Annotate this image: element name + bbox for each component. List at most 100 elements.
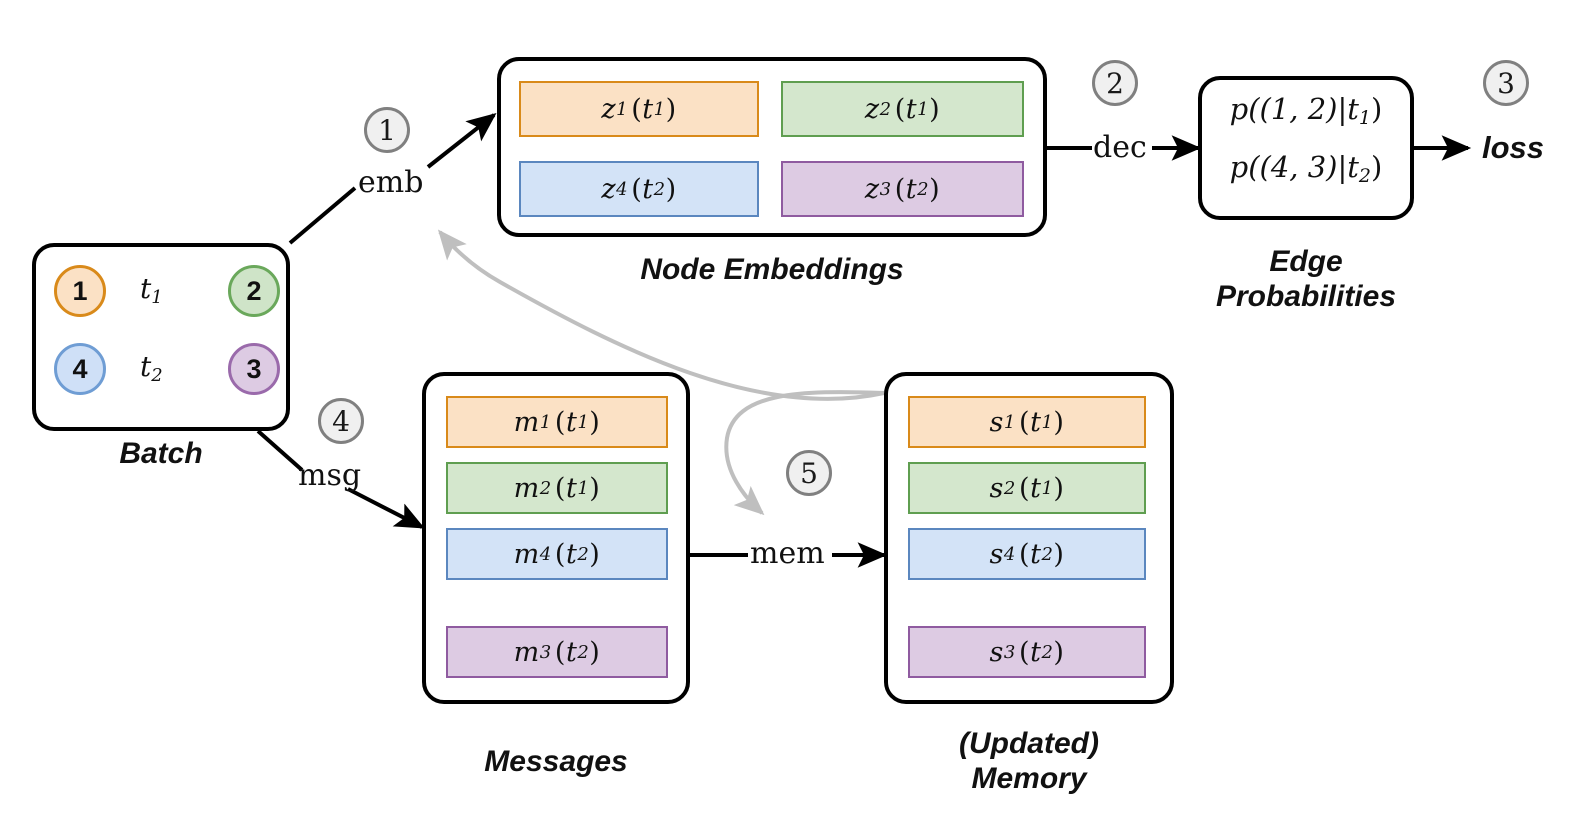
- cell-time-sub: 1: [917, 98, 930, 120]
- cell-time-sub: 2: [577, 641, 590, 663]
- step-badge-4[interactable]: 4: [318, 398, 364, 444]
- msg-label: msg: [298, 458, 362, 493]
- batch-node-2[interactable]: 2: [228, 265, 280, 317]
- step-badge-5[interactable]: 5: [786, 450, 832, 496]
- cell-time-sub: 1: [1041, 411, 1054, 433]
- cell-symbol: s: [989, 538, 1004, 570]
- cell-symbol: m: [513, 538, 540, 570]
- cell-index: 3: [879, 178, 892, 200]
- cell-time: t: [565, 472, 578, 504]
- node-embeddings-caption: Node Embeddings: [640, 253, 904, 286]
- t-symbol-1: t: [140, 272, 152, 305]
- batch-caption: Batch: [119, 437, 203, 470]
- cell-time: t: [565, 538, 578, 570]
- cell-index: 1: [616, 98, 629, 120]
- cell-index: 1: [1003, 411, 1016, 433]
- cell-time-sub: 1: [653, 98, 666, 120]
- cell-symbol: z: [864, 173, 880, 205]
- probability-tail: ): [1371, 150, 1383, 184]
- cell-time-sub: 2: [1041, 641, 1054, 663]
- cell-index: 3: [1003, 641, 1016, 663]
- arrow-emb-to-node-embeddings: [426, 113, 497, 169]
- cell-time: t: [1030, 406, 1042, 438]
- cell-time: t: [1030, 636, 1042, 668]
- batch-node-1[interactable]: 1: [54, 265, 106, 317]
- emb-label: emb: [358, 165, 424, 200]
- edge-probability-line-1: p((1, 2)|t1): [1198, 92, 1414, 129]
- cell-time-sub: 2: [1041, 543, 1054, 565]
- cell-symbol: s: [989, 406, 1004, 438]
- cell-time-sub: 1: [577, 477, 590, 499]
- probability-head: p((1, 2)|t: [1229, 92, 1359, 126]
- edge-probabilities-caption: Edge Probabilities: [1215, 245, 1397, 314]
- arrow-batch-to-emb: [288, 186, 357, 245]
- probability-sub: 1: [1358, 107, 1372, 129]
- t-subscript-1: 1: [151, 287, 163, 308]
- memory-caption: (Updated) Memory: [959, 727, 1099, 796]
- t-subscript-2: 2: [151, 365, 163, 386]
- edge-probabilities-box: [1198, 76, 1414, 220]
- mem-label: mem: [750, 536, 825, 571]
- cell-index: 2: [1003, 477, 1016, 499]
- cell-index: 1: [539, 411, 552, 433]
- arrow-batch-to-msg: [256, 429, 304, 472]
- cell-time: t: [642, 173, 654, 205]
- cell-index: 3: [539, 641, 552, 663]
- cell-time-sub: 2: [577, 543, 590, 565]
- dec-label: dec: [1093, 130, 1147, 165]
- messages-caption: Messages: [484, 745, 628, 778]
- edge-probability-line-2: p((4, 3)|t2): [1198, 150, 1414, 187]
- cell-time: t: [565, 636, 578, 668]
- cell-symbol: s: [989, 636, 1004, 668]
- cell-index: 4: [539, 543, 552, 565]
- arrow-msg-to-messages: [347, 487, 425, 529]
- cell-time: t: [642, 93, 654, 125]
- cell-time-sub: 1: [577, 411, 590, 433]
- cell-symbol: s: [989, 472, 1004, 504]
- arrow-memory-self-loop: [724, 390, 885, 516]
- cell-symbol: m: [513, 636, 540, 668]
- batch-edge-time-label-2: t2: [140, 350, 163, 386]
- step-badge-2[interactable]: 2: [1092, 60, 1138, 106]
- probability-tail: ): [1371, 92, 1383, 126]
- cell-symbol: z: [601, 93, 617, 125]
- cell-time: t: [1030, 538, 1042, 570]
- batch-edge-time-label-1: t1: [140, 272, 163, 308]
- cell-symbol: z: [601, 173, 617, 205]
- cell-index: 4: [1003, 543, 1016, 565]
- step-badge-3[interactable]: 3: [1483, 60, 1529, 106]
- cell-symbol: m: [513, 406, 540, 438]
- cell-time: t: [905, 173, 918, 205]
- cell-time-sub: 1: [1041, 477, 1054, 499]
- cell-time: t: [565, 406, 578, 438]
- cell-time: t: [905, 93, 918, 125]
- t-symbol-2: t: [140, 350, 152, 383]
- cell-index: 4: [616, 178, 629, 200]
- batch-node-3[interactable]: 3: [228, 343, 280, 395]
- arrow-memory-to-emb-feedback: [437, 229, 885, 401]
- loss-label: loss: [1482, 130, 1545, 165]
- step-badge-1[interactable]: 1: [364, 107, 410, 153]
- probability-sub: 2: [1358, 165, 1372, 187]
- cell-index: 2: [879, 98, 892, 120]
- cell-time: t: [1030, 472, 1042, 504]
- cell-time-sub: 2: [653, 178, 666, 200]
- batch-node-4[interactable]: 4: [54, 343, 106, 395]
- probability-head: p((4, 3)|t: [1229, 150, 1359, 184]
- cell-index: 2: [539, 477, 552, 499]
- cell-time-sub: 2: [917, 178, 930, 200]
- cell-symbol: z: [864, 93, 880, 125]
